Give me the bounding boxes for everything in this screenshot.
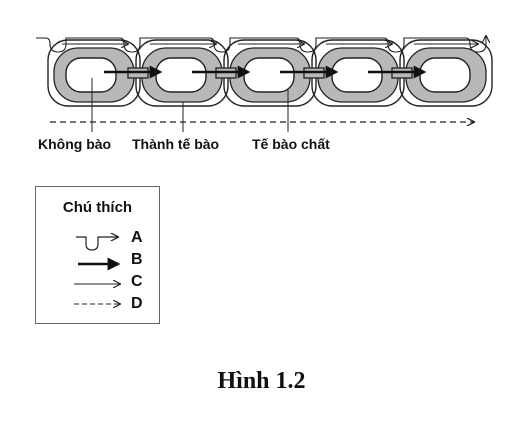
legend-box: Chú thích A B C D [35,186,160,324]
label-vacuole: Không bào [38,136,112,152]
vacuole-2 [155,57,207,93]
legend-letter-a: A [131,229,143,246]
legend-icons [74,237,120,304]
label-cytoplasm: Tế bào chất [252,136,330,152]
legend-letter-b: B [131,251,143,268]
vacuole-4 [331,57,383,93]
vacuoles [65,57,471,93]
legend-title: Chú thích [62,199,133,216]
vacuole-1 [65,57,117,93]
legend-letter-d: D [131,295,143,312]
label-cell-wall: Thành tế bào [132,136,220,152]
pathway-a-arrow [36,36,486,53]
vacuole-5 [419,57,471,93]
u-dip-arrow-icon [76,237,118,251]
figure-caption: Hình 1.2 [217,368,306,394]
legend-letter-c: C [131,273,143,290]
label-leaders [91,78,289,132]
vacuole-3 [243,57,295,93]
